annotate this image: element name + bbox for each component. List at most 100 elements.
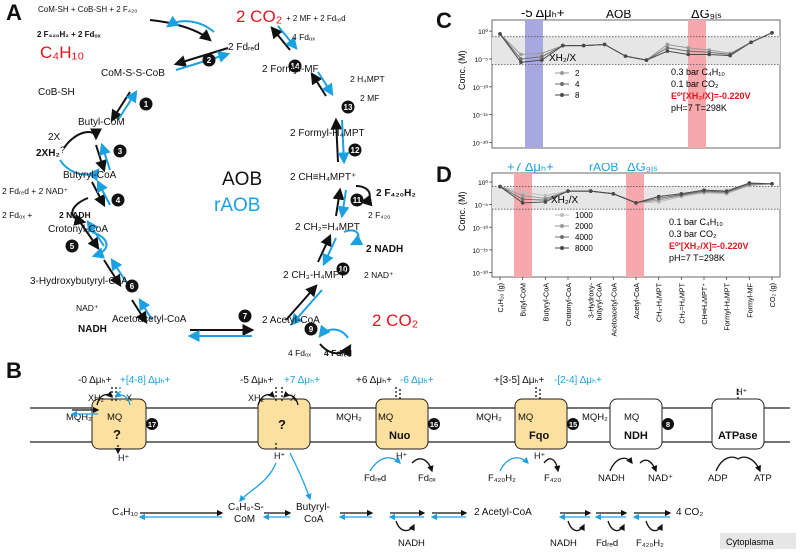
y-tick-label: 10⁰ bbox=[478, 179, 488, 187]
data-point bbox=[602, 42, 607, 47]
xh2-label-1: XH₂ bbox=[88, 393, 105, 403]
delta-mu-label: -5 Δμₕ+ bbox=[521, 10, 564, 20]
fdox4-top-label: 4 Fdₒₓ bbox=[292, 32, 315, 42]
data-point bbox=[665, 46, 670, 50]
nuo-label: Nuo bbox=[389, 430, 411, 442]
nad-plus2-label: 2 NAD⁺ bbox=[364, 270, 394, 280]
formyl-h4mpt-label: 2 Formyl-H₄MPT bbox=[290, 128, 365, 139]
data-point bbox=[566, 189, 570, 193]
membrane-arrows bbox=[70, 387, 761, 532]
dmu-2-black: -5 Δμₕ+ bbox=[240, 375, 274, 386]
ph-label: pH=7 T=298K bbox=[671, 103, 727, 113]
hplus-3: H⁺ bbox=[396, 451, 407, 461]
atp-label: ATP bbox=[754, 473, 772, 484]
x-tick-label: butyryl-CoA bbox=[595, 283, 604, 321]
step-6: 6 bbox=[125, 279, 139, 293]
nadh-label: NADH bbox=[598, 473, 625, 484]
step-markers: 1 2 3 4 5 6 7 9 10 11 12 13 14 bbox=[65, 53, 364, 336]
data-point bbox=[540, 58, 544, 62]
com-s-s-cob-label: CoM-S-S-CoB bbox=[101, 68, 165, 79]
b-f420h2: F₄₂₀H₂ bbox=[636, 538, 664, 549]
data-point bbox=[543, 200, 548, 204]
legend-marker bbox=[560, 246, 564, 250]
co2-top-label: 2 CO₂ bbox=[236, 7, 282, 26]
x-tick-label: CH₃-H₄MPT bbox=[655, 282, 664, 322]
butane-label: C₄H₁₀ bbox=[40, 43, 84, 62]
nadh-bold-label: NADH bbox=[78, 324, 107, 335]
xh2-label-2: XH₂ bbox=[248, 393, 265, 403]
center-aob-label: AOB bbox=[222, 169, 262, 190]
fdox-label: 2 Fdₒₓ + bbox=[2, 210, 32, 220]
x-tick-label: CH≡H₄MPT⁺ bbox=[700, 283, 709, 325]
step-5: 5 bbox=[65, 239, 79, 253]
dmu-4-blue: -[2-4] Δμₕ+ bbox=[554, 375, 602, 386]
mqh2-label-4: MQH₂ bbox=[476, 412, 502, 423]
crotonyl-coa-label: Crotonyl-CoA bbox=[48, 224, 108, 235]
y-axis-label: Conc. (M) bbox=[457, 191, 467, 231]
chart-title: rAOB bbox=[589, 163, 618, 174]
x-tick-label: Butyl-CoM bbox=[519, 283, 528, 317]
f420h2-label: F₄₂₀H₂ bbox=[488, 473, 516, 484]
data-point bbox=[560, 43, 565, 48]
mq-label-1: MQ bbox=[107, 412, 122, 423]
data-point bbox=[665, 49, 670, 53]
qmark-17: ? bbox=[113, 427, 121, 442]
step-2: 2 bbox=[202, 53, 216, 67]
two-mf-label: 2 MF bbox=[360, 93, 379, 103]
adp-label: ADP bbox=[708, 473, 728, 484]
fdred-label: Fdᵣₑd bbox=[364, 473, 386, 484]
delta-g-band bbox=[626, 173, 644, 277]
fdred-nad-label: 2 Fdᵣₑd + 2 NAD⁺ bbox=[2, 186, 69, 196]
legend-label: 8 bbox=[575, 91, 580, 100]
y-tick-label: 10⁻¹⁵ bbox=[472, 248, 488, 255]
legend: 248 bbox=[555, 69, 580, 100]
legend-label: 4 bbox=[575, 80, 580, 89]
step-3: 3 bbox=[113, 144, 127, 158]
e-label: E⁰'[XH₂/X]=-0.220V bbox=[669, 241, 749, 251]
delta-g-label: ΔG₉ᵢₛ bbox=[627, 163, 658, 174]
delta-mu-band bbox=[525, 20, 543, 148]
data-point bbox=[656, 194, 661, 199]
x-tick-label: 3-Hydroxy- bbox=[587, 282, 596, 318]
legend-label: 1000 bbox=[575, 211, 593, 220]
svg-text:3: 3 bbox=[118, 147, 123, 156]
chart-title: AOB bbox=[606, 10, 631, 21]
nadp-label: NAD⁺ bbox=[648, 473, 673, 484]
step-17: 17 bbox=[148, 420, 156, 429]
f420h2-fdox-label: 2 F₄₂₀H₂ + 2 Fdₒₓ bbox=[37, 30, 101, 39]
step-1: 1 bbox=[139, 97, 153, 111]
delta-mu-label: +7 Δμₕ+ bbox=[507, 163, 554, 174]
legend-marker bbox=[560, 82, 564, 86]
data-point bbox=[770, 31, 774, 35]
dmu-3-blue: -6 Δμₕ+ bbox=[400, 375, 434, 386]
data-point bbox=[686, 49, 691, 53]
data-point bbox=[520, 197, 525, 202]
butyryl-coa-label: Butyryl-CoA bbox=[63, 170, 117, 181]
svg-text:9: 9 bbox=[309, 325, 314, 334]
svg-text:4: 4 bbox=[116, 196, 121, 205]
y-tick-label: 10⁻⁵ bbox=[475, 203, 489, 210]
butyl-com-label: Butyl-CoM bbox=[78, 117, 125, 128]
data-point bbox=[543, 193, 548, 198]
data-point bbox=[540, 51, 544, 56]
panel-label-a: A bbox=[6, 0, 22, 25]
x-tick-label: Formyl-MF bbox=[745, 282, 754, 317]
mqh2-label-5: MQH₂ bbox=[582, 412, 608, 423]
panel-label-b: B bbox=[6, 358, 22, 383]
nadh-label: 2 NADH bbox=[59, 210, 91, 220]
hydroxybutyryl-label: 3-Hydroxybutyryl-CoA bbox=[30, 276, 128, 287]
f420-label: 2 F₄₂₀ bbox=[368, 210, 391, 220]
y-tick-label: 10⁰ bbox=[478, 28, 488, 36]
x-tick-label: Formyl-H₄MPT bbox=[723, 282, 732, 330]
data-point bbox=[686, 46, 691, 50]
data-point bbox=[519, 60, 523, 65]
step-15: 15 bbox=[569, 420, 577, 429]
ch2-h4mpt-label: 2 CH₂=H₄MPT bbox=[295, 222, 360, 233]
cob-sh-label: CoB-SH bbox=[38, 87, 75, 98]
f420h2-label: 2 F₄₂₀H₂ bbox=[376, 188, 416, 199]
fdox-label: Fdₒₓ bbox=[418, 473, 437, 484]
panel-label-c: C bbox=[436, 8, 452, 33]
dmu-4-black: +[3-5] Δμₕ+ bbox=[494, 375, 545, 386]
